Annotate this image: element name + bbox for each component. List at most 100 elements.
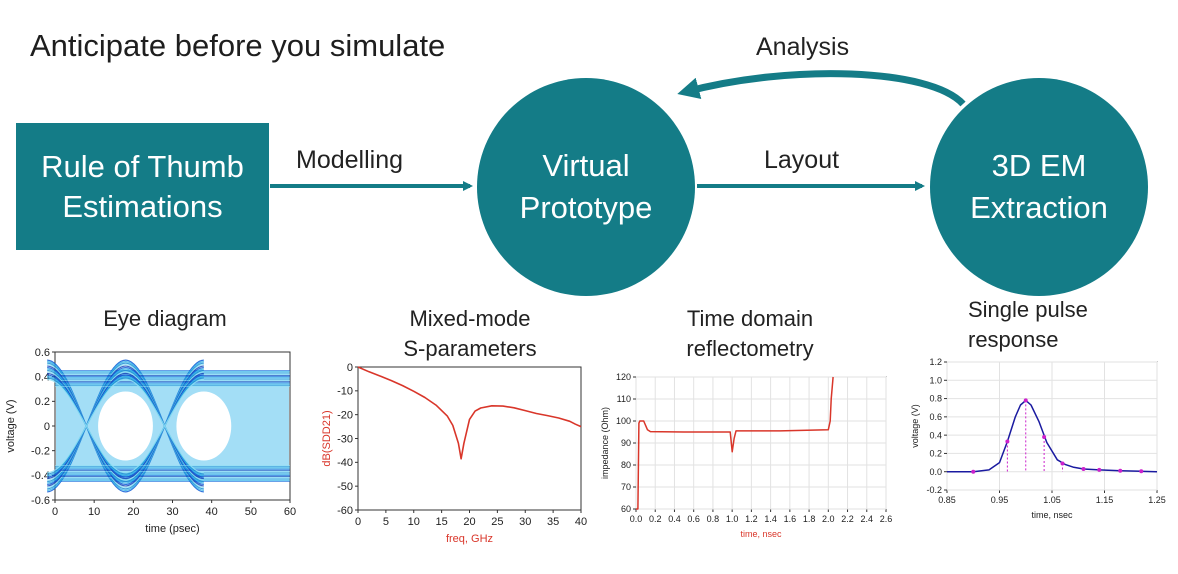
- y-tick-label: -10: [337, 386, 353, 398]
- y-tick-label: 0.6: [929, 412, 942, 422]
- x-tick-label: 1.15: [1096, 495, 1114, 505]
- x-tick-label: 1.2: [745, 514, 758, 524]
- x-tick-label: 0: [52, 506, 58, 518]
- x-tick-label: 1.0: [726, 514, 739, 524]
- modelling-label: Modelling: [296, 146, 404, 174]
- plot-frame: [357, 366, 582, 511]
- x-tick-label: 60: [284, 506, 296, 518]
- y-tick-label: 1.2: [929, 357, 942, 367]
- y-tick-label: 120: [616, 372, 631, 382]
- x-tick-label: 2.0: [822, 514, 835, 524]
- x-tick-label: 30: [519, 516, 531, 528]
- box-line-2: Estimations: [62, 188, 223, 224]
- eye-traces: [47, 359, 290, 493]
- sample-marker: [971, 469, 976, 474]
- y-tick-label: -0.6: [31, 495, 50, 507]
- x-tick-label: 15: [436, 516, 448, 528]
- x-tick-label: 0.6: [687, 514, 700, 524]
- x-axis-label: time, nsec: [740, 529, 782, 539]
- x-tick-label: 1.4: [764, 514, 777, 524]
- rule-of-thumb-box: Rule of Thumb Estimations: [16, 123, 269, 250]
- analysis-arrow: [677, 70, 966, 107]
- x-tick-label: 10: [408, 516, 420, 528]
- y-tick-label: 0.2: [929, 449, 942, 459]
- x-tick-label: 2.2: [841, 514, 854, 524]
- y-tick-label: 110: [617, 394, 631, 404]
- y-tick-label: 0: [347, 362, 353, 374]
- tdr-caption-2: reflectometry: [686, 336, 814, 361]
- y-axis-label: voltage (V): [5, 399, 17, 452]
- sample-marker: [1081, 466, 1086, 471]
- y-axis-label: dB(SDD21): [321, 410, 333, 466]
- y-tick-label: 1.0: [929, 375, 942, 385]
- y-axis-label: impedance (Ohm): [600, 407, 610, 479]
- y-tick-label: 0.4: [35, 372, 50, 384]
- x-tick-label: 1.25: [1148, 495, 1166, 505]
- y-tick-label: -40: [337, 457, 353, 469]
- sample-marker: [1042, 434, 1047, 439]
- page-title: Anticipate before you simulate: [30, 28, 446, 63]
- y-tick-label: 0.2: [35, 396, 50, 408]
- sdd21-curve: [357, 366, 582, 460]
- box-line-1: Rule of Thumb: [41, 148, 244, 184]
- x-tick-label: 0.0: [630, 514, 643, 524]
- x-tick-label: 1.6: [784, 514, 797, 524]
- y-tick-label: 0.0: [929, 467, 942, 477]
- sparam-caption: Mixed-mode S-parameters: [380, 304, 560, 364]
- x-tick-label: 35: [547, 516, 559, 528]
- y-tick-label: 100: [616, 416, 631, 426]
- y-tick-label: 90: [621, 438, 631, 448]
- y-tick-label: 80: [621, 460, 631, 470]
- y-tick-label: 70: [621, 482, 631, 492]
- x-tick-label: 0.85: [938, 495, 956, 505]
- layout-label: Layout: [764, 146, 840, 174]
- y-axis-label: voltage (V): [910, 404, 920, 448]
- x-tick-label: 0.2: [649, 514, 662, 524]
- x-tick-label: 2.4: [861, 514, 874, 524]
- x-tick-label: 20: [127, 506, 139, 518]
- x-tick-label: 30: [166, 506, 178, 518]
- x-axis-label: freq, GHz: [446, 533, 493, 545]
- y-tick-label: -0.2: [31, 446, 50, 458]
- y-tick-label: 0: [44, 421, 50, 433]
- pulse-caption: Single pulse response: [968, 295, 1118, 355]
- em-extraction-circle: 3D EM Extraction: [930, 78, 1148, 296]
- x-tick-label: 0.95: [991, 495, 1009, 505]
- x-tick-label: 5: [383, 516, 389, 528]
- sparam-caption-2: S-parameters: [403, 336, 537, 361]
- x-tick-label: 10: [88, 506, 100, 518]
- x-tick-label: 25: [491, 516, 503, 528]
- circle2-line-1: 3D EM: [991, 148, 1087, 183]
- sparam-caption-1: Mixed-mode: [409, 306, 531, 331]
- y-tick-label: 0.4: [929, 430, 942, 440]
- eye-trace: [47, 378, 204, 474]
- tdr-caption: Time domain reflectometry: [665, 304, 835, 364]
- sample-marker: [1023, 398, 1028, 403]
- y-tick-label: -0.4: [31, 470, 50, 482]
- sample-marker: [1060, 461, 1065, 466]
- x-tick-label: 2.6: [880, 514, 893, 524]
- pulse-caption-1: Single pulse: [968, 297, 1088, 322]
- x-tick-label: 50: [245, 506, 257, 518]
- x-tick-label: 40: [206, 506, 218, 518]
- circle1-line-2: Prototype: [519, 190, 653, 225]
- y-tick-label: -30: [337, 433, 353, 445]
- y-tick-label: -0.2: [926, 485, 942, 495]
- virtual-prototype-circle: Virtual Prototype: [477, 78, 695, 296]
- y-tick-label: -20: [337, 410, 353, 422]
- x-tick-label: 0: [355, 516, 361, 528]
- eye-caption: Eye diagram: [103, 306, 227, 331]
- y-tick-label: 0.8: [929, 394, 942, 404]
- pulse-caption-2: response: [968, 327, 1059, 352]
- sample-marker: [1139, 469, 1144, 474]
- y-tick-label: 60: [621, 504, 631, 514]
- x-tick-label: 20: [463, 516, 475, 528]
- y-tick-label: -50: [337, 481, 353, 493]
- eye-fill: [56, 370, 289, 482]
- x-axis-label: time (psec): [145, 523, 199, 535]
- flow-arrows: [270, 70, 966, 191]
